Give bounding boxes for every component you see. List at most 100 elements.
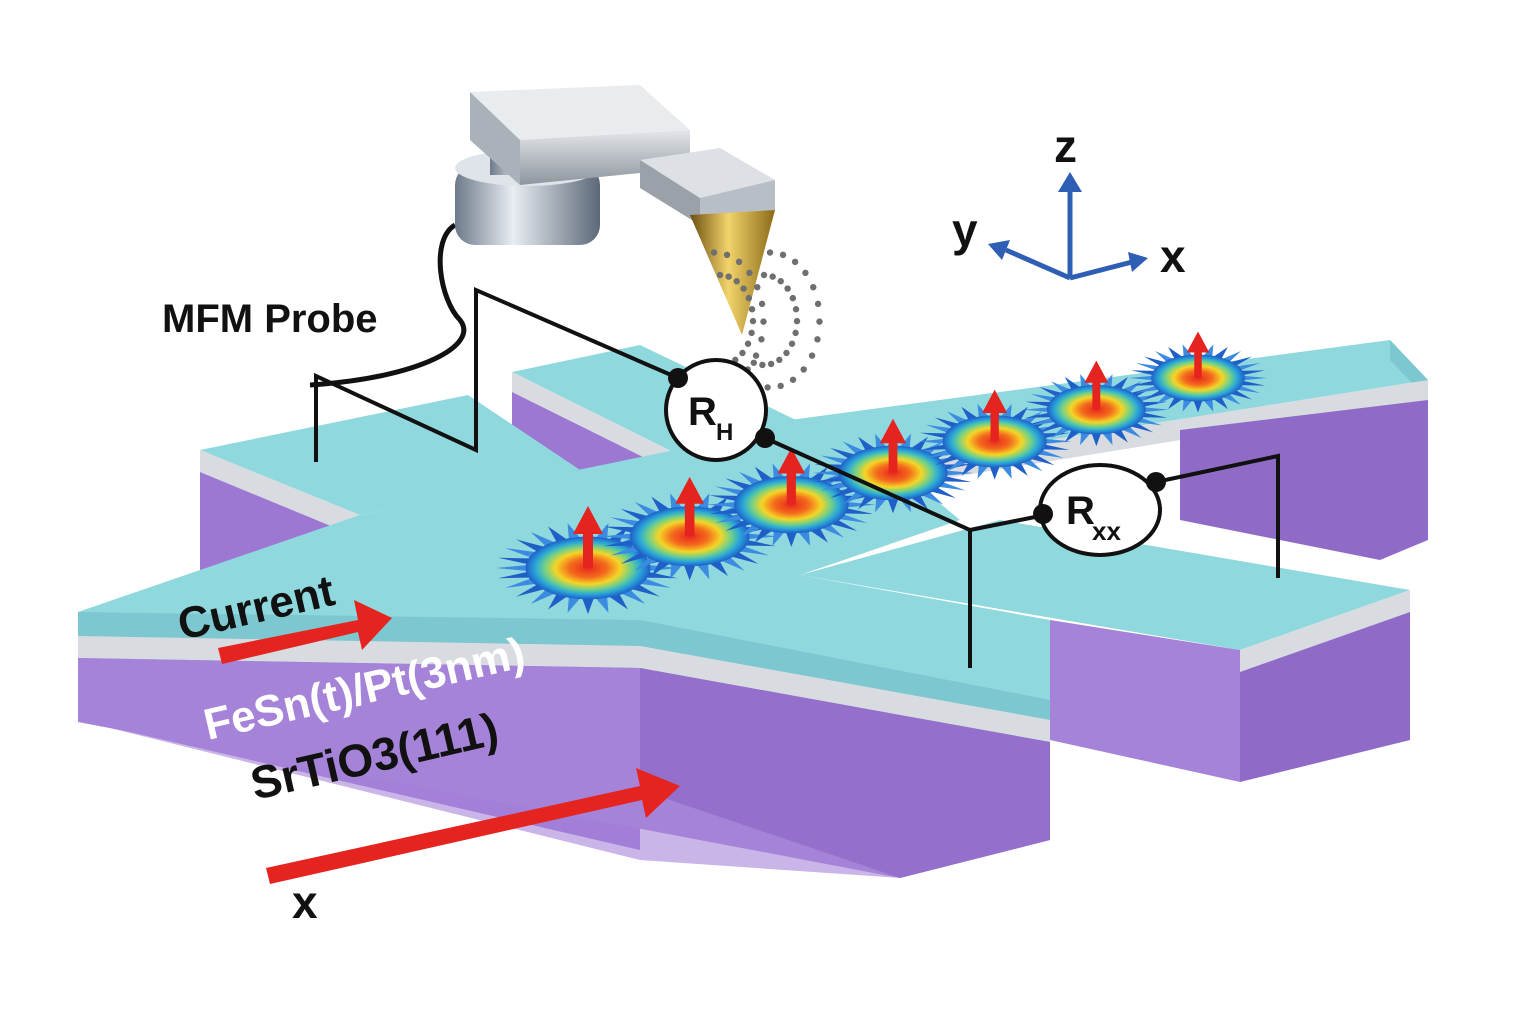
skyrmion-spin-petal [1202,397,1214,412]
skyrmion-spin-petal [1080,430,1092,446]
skyrmion-spin-petal [1237,370,1266,376]
field-dot [769,273,776,280]
skyrmion-spin-petal [709,507,744,515]
field-dot [802,269,809,277]
skyrmion-spin-petal [785,530,798,547]
skyrmion-spin-petal [875,496,888,513]
skyrmion-spin-petal [814,475,847,482]
rxx-sub-label: xx [1092,516,1121,546]
field-dot [760,318,767,325]
skyrmion-spin-petal [999,463,1012,479]
spin-arrow-head [1084,360,1109,383]
skyrmion-spin-petal [887,497,899,514]
probe-label: MFM Probe [162,297,378,341]
skyrmion [1129,331,1267,413]
spin-arrow-head [982,389,1008,413]
skyrmion-spin-petal [709,495,744,502]
field-dot [789,376,797,383]
mfm-probe [309,85,823,391]
skyrmion-spin-petal [919,432,951,439]
skyrmion-spin-petal [1138,401,1168,408]
field-dot [814,336,821,343]
field-dot [793,317,801,325]
field-dot [789,294,797,302]
skyrmion-spin-petal [939,475,972,482]
skyrmion-spin-petal [842,501,876,508]
field-dot [814,300,822,308]
skyrmion-spin-petal [919,443,951,450]
field-dot [777,382,784,390]
field-dot [754,283,761,291]
field-dot [716,271,724,279]
skyrmion-spin-petal [740,539,776,547]
field-dot [748,329,755,337]
field-dot [808,352,816,359]
field-dot [783,349,790,357]
field-dot [760,271,768,279]
skyrmion-spin-petal [1091,431,1102,447]
field-dot [723,251,731,259]
field-dot [745,294,753,302]
x-direction-arrow: x [266,768,680,928]
coordinate-axes [988,172,1148,281]
front-slab [78,612,1050,878]
skyrmion-spin-petal [640,570,678,579]
skyrmion-spin-petal [796,528,811,546]
field-dot [792,306,800,313]
skyrmion-spin-petal [603,526,640,534]
skyrmion-spin-petal [707,501,741,508]
field-dot [749,317,757,325]
skyrmion-spin-petal [1239,375,1267,381]
skyrmion-spin-petal [498,557,536,566]
skyrmion-spin-petal [1182,397,1194,412]
spin-arrow-shaft [1092,381,1101,410]
skyrmion-spin-petal [1138,411,1168,418]
spin-arrow-shaft [583,532,593,568]
field-dot [784,285,791,292]
field-dot [810,283,817,291]
spin-arrow-shaft [1194,351,1202,378]
skyrmion-spin-petal [496,564,533,572]
hall-resistance-meter: R H [664,358,775,462]
longitudinal-resistance-meter: R xx [1033,463,1166,557]
skyrmion-spin-petal [1130,370,1159,376]
skyrmion-spin-petal [683,562,697,581]
skyrmion-spin-petal [1130,380,1159,386]
field-dot [777,278,784,285]
hall-R-label: R [688,390,717,434]
field-dot [746,269,753,277]
field-dot [767,360,775,368]
axis-y-label: y [952,204,978,256]
skyrmion-spin-petal [1023,407,1053,413]
skyrmion-spin-petal [601,533,637,540]
skyrmion-spin-petal [989,464,1001,480]
field-dot [766,249,774,256]
field-dot [735,258,743,266]
skyrmion-spin-petal [918,438,949,445]
field-dot [744,340,752,347]
skyrmion-spin-petal [1140,407,1170,413]
skyrmion-spin-petal [567,594,583,613]
skyrmion-spin-petal [1129,375,1157,381]
skyrmion-spin-petal [581,595,595,614]
hall-sub-label: H [716,419,733,446]
skyrmion-spin-petal [498,570,536,579]
skyrmion [918,389,1072,480]
spin-arrow-head [675,476,705,504]
field-dot [759,361,766,369]
axis-x-label: x [1160,230,1186,282]
skyrmion-spin-petal [1040,438,1072,445]
measurement-wires [314,286,1280,668]
spin-arrow-shaft [684,501,695,537]
skyrmion-spin-petal [1237,380,1266,386]
field-dot [733,278,740,285]
spin-arrow-head [1186,331,1210,353]
x-arrow-label: x [292,876,318,928]
skyrmion-spin-petal [977,463,990,479]
field-dot [710,249,718,256]
spin-arrow-shaft [786,471,796,505]
rxx-R-label: R [1066,489,1095,533]
spin-arrow-head [573,506,603,534]
spin-arrow-shaft [888,441,898,473]
